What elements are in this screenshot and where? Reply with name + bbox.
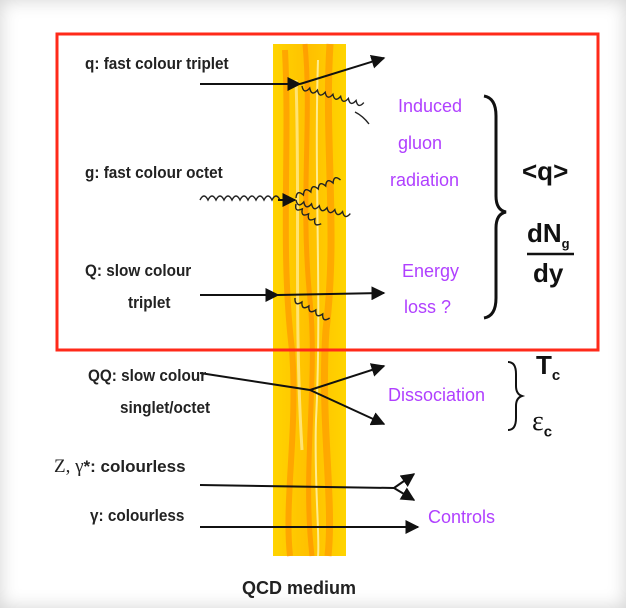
Z-gamma-tracks: [199, 473, 416, 501]
epsc-symbol: εc: [532, 406, 552, 441]
epsc-subscript: c: [543, 423, 553, 441]
Tc-symbol: Tc: [536, 350, 560, 384]
g-tracks: [199, 176, 351, 226]
dN-numerator: dNg: [527, 218, 570, 251]
eps-text: ε: [532, 406, 544, 437]
label-gamma: γ: colourless: [90, 506, 185, 525]
effect-induced-2: gluon: [398, 133, 443, 153]
label-QQ-line2: singlet/octet: [120, 398, 211, 417]
qcd-medium-label: QCD medium: [242, 578, 357, 598]
label-Q-line2: triplet: [128, 293, 171, 312]
T-text: T: [536, 350, 552, 380]
Tc-subscript: c: [551, 367, 561, 385]
brace-dissociation: [507, 361, 526, 431]
label-Zgamma: Z, γ*: colourless: [54, 456, 186, 478]
effect-energy-1: Energy: [402, 261, 460, 281]
qcd-medium-strip: [273, 43, 346, 557]
label-QQ-line1: QQ: slow colour: [88, 366, 207, 385]
highlight-box: [55, 32, 600, 352]
QQ-tracks: [199, 363, 386, 426]
label-g: g: fast colour octet: [85, 163, 223, 182]
effect-controls: Controls: [428, 507, 496, 527]
effect-energy-2: loss ?: [404, 297, 452, 317]
label-q: q: fast colour triplet: [85, 54, 229, 73]
q-tracks: [200, 55, 386, 125]
qhat-symbol: <q>: [522, 156, 569, 186]
brace-energy-loss: [483, 94, 507, 320]
label-Zgamma-prefix: Z, γ: [54, 456, 84, 477]
label-Zgamma-suffix: *: colourless: [83, 457, 186, 476]
effect-dissociation: Dissociation: [388, 385, 486, 405]
effect-induced-1: Induced: [398, 96, 463, 116]
Q-tracks: [200, 286, 386, 321]
effect-induced-3: radiation: [390, 170, 460, 190]
dN-subscript: g: [561, 236, 570, 252]
dy-denominator: dy: [533, 258, 564, 288]
dN-text: dN: [527, 218, 562, 248]
label-Q-line1: Q: slow colour: [85, 261, 192, 280]
